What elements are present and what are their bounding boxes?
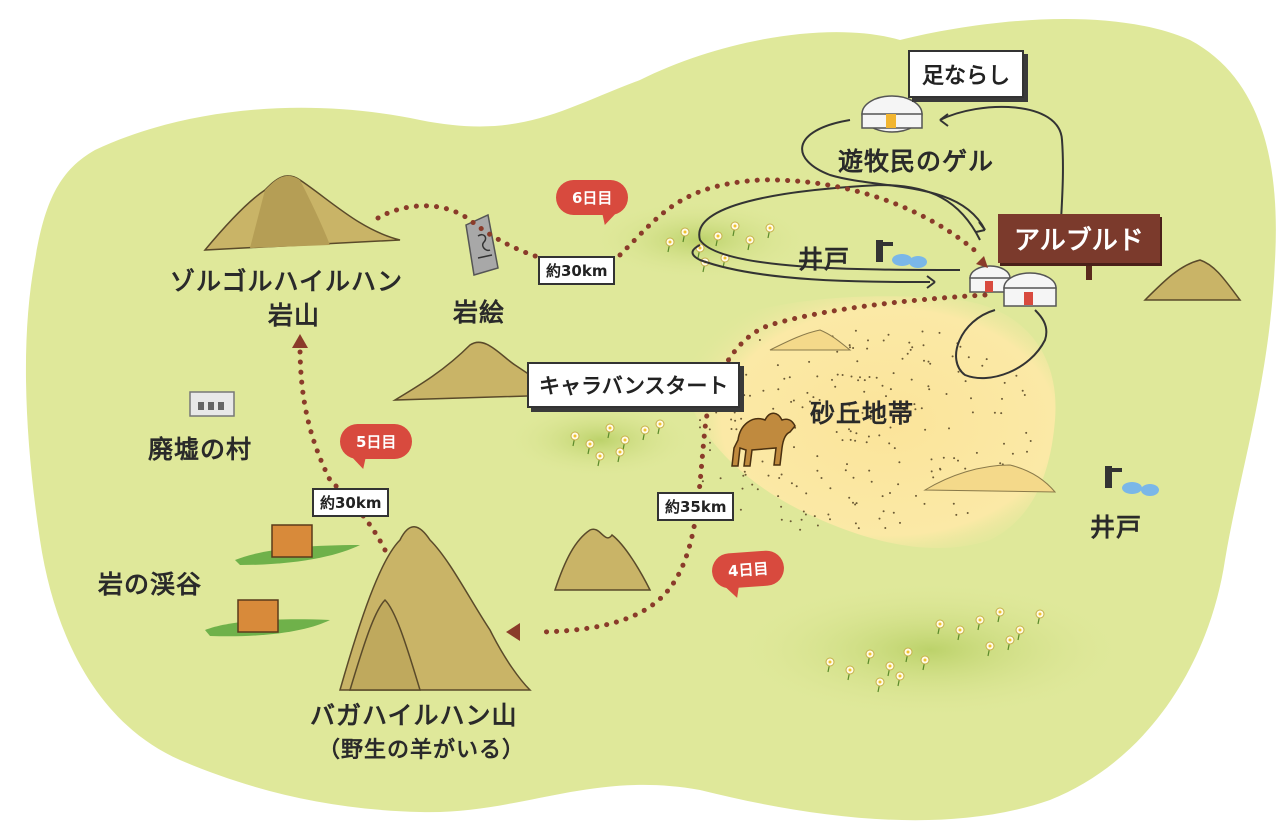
label-sakyu: 砂丘地帯 <box>810 399 915 428</box>
route-arrowheads <box>292 256 988 641</box>
distance-label-1: 約30km <box>538 256 616 285</box>
grass-patch-3 <box>730 580 1130 720</box>
ger-icon <box>1003 272 1057 307</box>
arbulag-sign-post <box>1086 258 1092 280</box>
label-nomad-ger: 遊牧民のゲル <box>838 147 995 176</box>
canyon-icon <box>205 524 360 637</box>
label-iwae: 岩絵 <box>453 298 506 327</box>
sign-arbulag: アルブルド <box>998 214 1160 263</box>
label-well-upper: 井戸 <box>798 245 851 274</box>
camel-icon <box>731 412 796 467</box>
dune-2 <box>923 464 1057 493</box>
ger-icon <box>861 95 923 133</box>
ger-icon <box>969 265 1011 293</box>
petroglyph-icon <box>465 213 499 276</box>
well-icon <box>1105 466 1159 496</box>
well-icon <box>876 240 927 268</box>
dune-1 <box>769 329 852 351</box>
baga-mountain-small <box>348 598 422 691</box>
tag-caravan-start: キャラバンスタート <box>527 362 741 408</box>
zorgol-mountain-shade <box>250 175 330 248</box>
day-bubble-5: 5日目 <box>340 424 413 459</box>
hill-east <box>1143 259 1242 301</box>
flower-icon <box>570 221 1045 693</box>
label-baga-note: （野生の羊がいる） <box>318 738 526 763</box>
label-haikyo: 廃墟の村 <box>148 435 253 464</box>
day-bubble-4: 4日目 <box>710 549 786 590</box>
ruins-icon <box>189 391 235 417</box>
distance-label-3: 約35km <box>657 492 735 521</box>
label-keikoku: 岩の渓谷 <box>98 570 203 599</box>
label-zorgol-line2: 岩山 <box>268 301 321 330</box>
label-zorgol: ゾルゴルハイルハン <box>170 267 404 296</box>
tag-ashinarashi: 足ならし <box>908 50 1025 98</box>
hill-south <box>553 528 652 591</box>
day-bubble-6: 6日目 <box>556 180 629 215</box>
label-baga: バガハイルハン山 <box>310 701 518 730</box>
caravan-route <box>297 177 988 635</box>
label-well-right: 井戸 <box>1090 513 1143 542</box>
grass-patch-2 <box>505 402 695 478</box>
distance-label-2: 約30km <box>312 488 390 517</box>
